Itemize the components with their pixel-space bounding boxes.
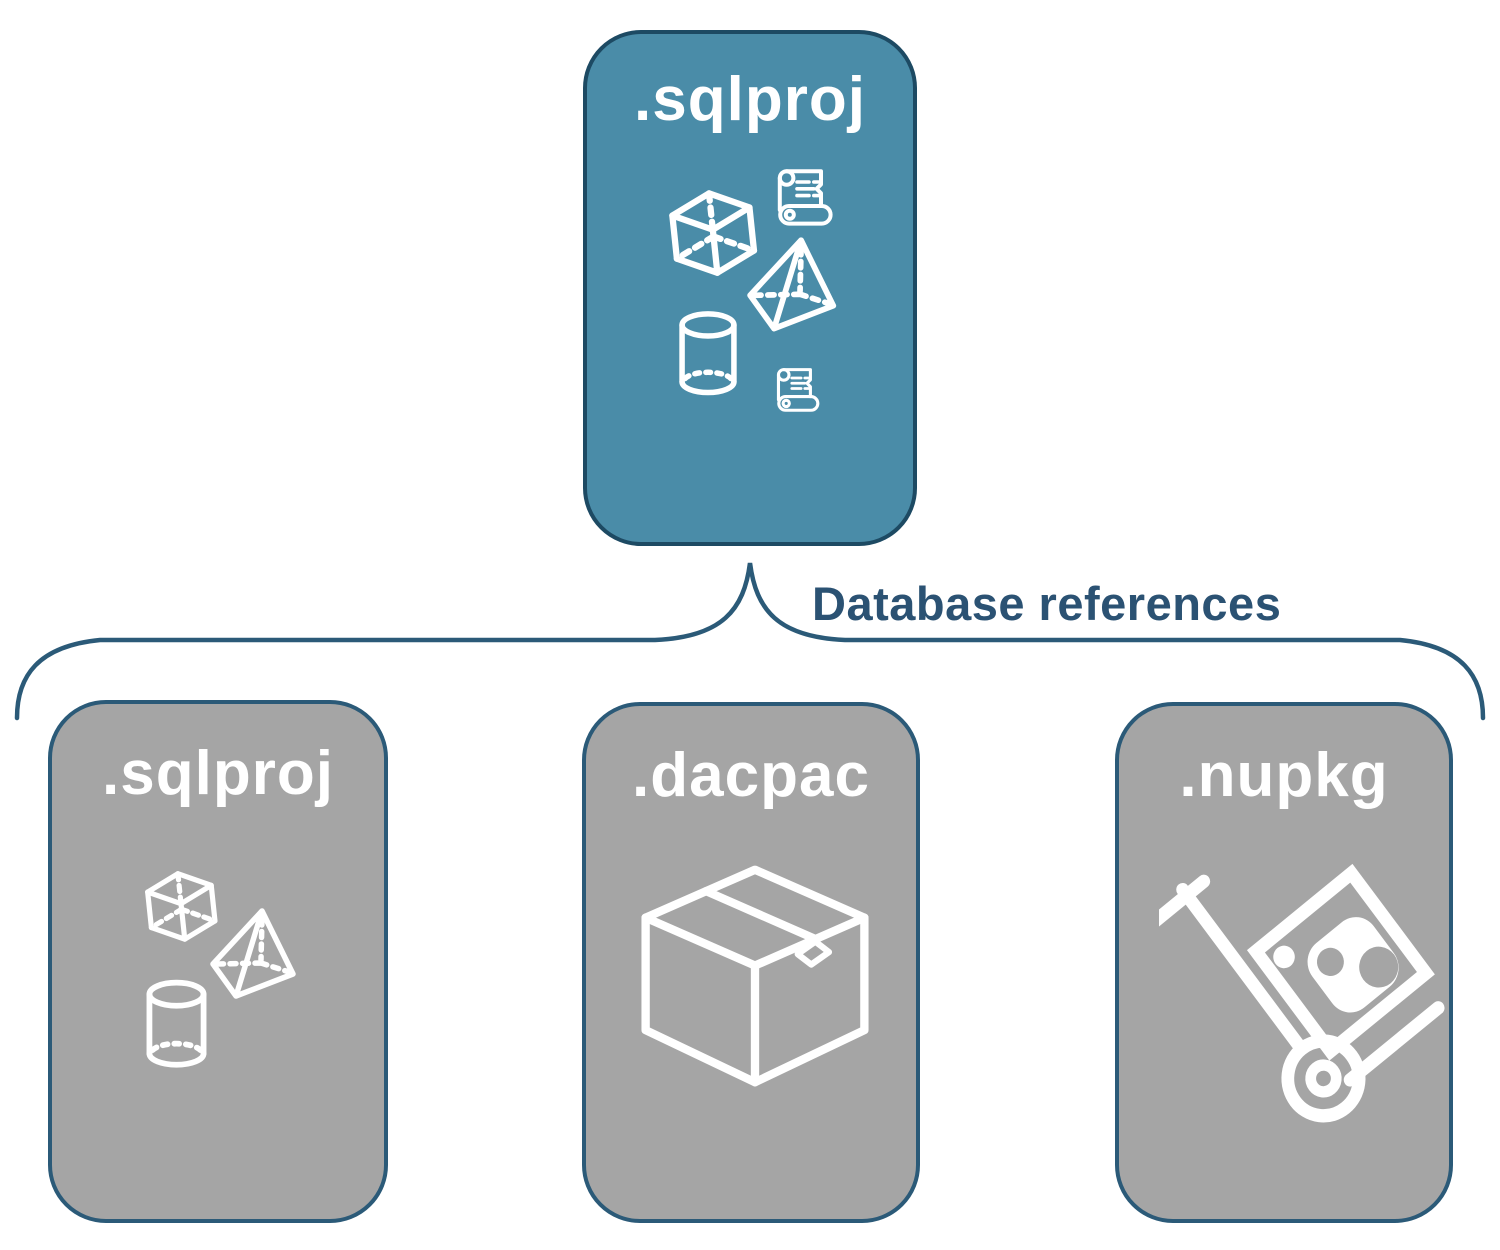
connector-label: Database references bbox=[812, 577, 1282, 630]
node-sqlproj-child: .sqlproj bbox=[48, 700, 388, 1223]
package-box-icon bbox=[630, 834, 880, 1118]
scroll-icon bbox=[765, 160, 845, 244]
node-nupkg: .nupkg bbox=[1115, 702, 1453, 1223]
node-label: .nupkg bbox=[1179, 741, 1389, 810]
node-label: .sqlproj bbox=[102, 739, 334, 808]
cylinder-icon bbox=[674, 310, 742, 396]
node-label: .sqlproj bbox=[634, 65, 866, 134]
pyramid-icon bbox=[209, 906, 311, 1006]
hand-truck-package-icon bbox=[1159, 836, 1455, 1146]
node-label: .dacpac bbox=[632, 741, 870, 810]
scroll-icon bbox=[767, 361, 829, 426]
pyramid-icon bbox=[747, 235, 851, 339]
node-sqlproj-parent: .sqlproj bbox=[583, 30, 917, 546]
node-dacpac: .dacpac bbox=[582, 702, 920, 1223]
cylinder-icon bbox=[141, 978, 212, 1069]
